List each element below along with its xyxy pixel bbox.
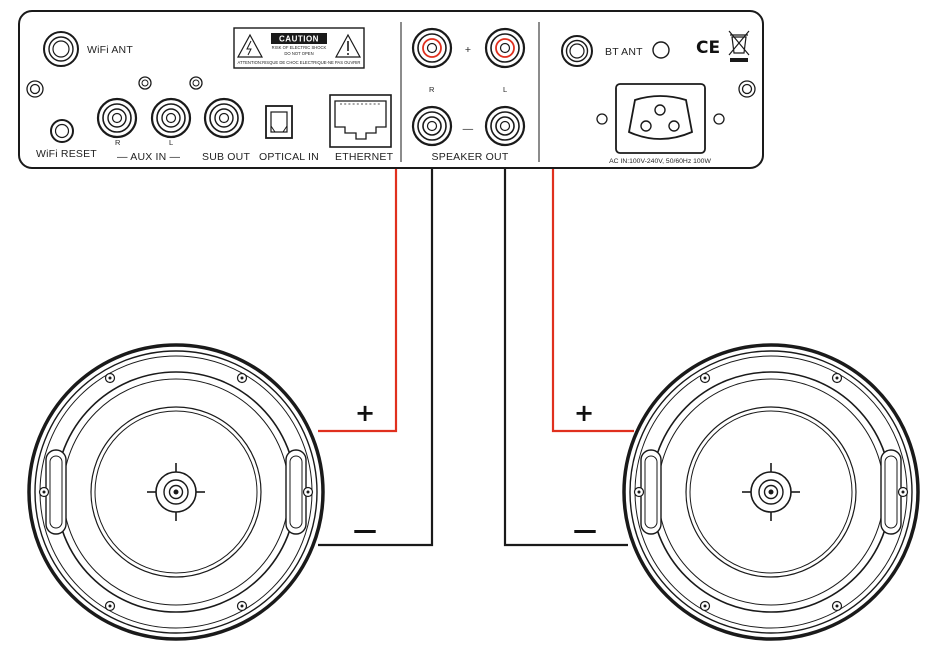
caution-title: CAUTION <box>279 35 319 44</box>
ethernet-port[interactable] <box>329 94 392 148</box>
ethernet-label: ETHERNET <box>335 151 394 163</box>
sub-out-jack[interactable] <box>203 97 245 139</box>
aux-in-right-jack[interactable] <box>96 97 138 139</box>
weee-bin-icon <box>728 30 750 62</box>
aux-in-label: — AUX IN — <box>117 151 181 163</box>
bt-ant-label: BT ANT <box>605 46 643 58</box>
speaker-l-label: L <box>503 85 507 94</box>
caution-line-1: RISK OF ELECTRIC SHOCK <box>272 45 327 50</box>
optical-in-port[interactable] <box>265 105 293 139</box>
speaker-out-label: SPEAKER OUT <box>432 151 509 163</box>
aux-r-label: R <box>115 138 121 147</box>
bt-antenna-connector[interactable] <box>561 35 593 67</box>
caution-line-3: ATTENTION:RISQUE DE CHOC ELECTRIQUE-NE P… <box>238 60 361 65</box>
speaker-minus-label: — <box>463 123 474 135</box>
left-negative-wire <box>318 126 434 547</box>
ac-screw-right <box>713 113 725 125</box>
wifi-reset-label: WiFi RESET <box>36 148 97 160</box>
optical-in-label: OPTICAL IN <box>259 151 319 163</box>
aux-l-label: L <box>169 138 173 147</box>
bt-indicator-hole <box>652 41 670 59</box>
caution-label: CAUTION RISK OF ELECTRIC SHOCK DO NOT OP… <box>233 27 365 69</box>
speaker-out-right-positive[interactable] <box>411 27 453 69</box>
ac-screw-left <box>596 113 608 125</box>
amplifier-back-panel: WiFi ANT WiFi RESET <box>18 10 764 169</box>
caution-line-2: DO NOT OPEN <box>284 51 313 56</box>
right-negative-wire <box>503 126 628 547</box>
ac-in-label: AC IN:100V-240V, 50/60Hz 100W <box>609 158 711 165</box>
wifi-ant-label: WiFi ANT <box>87 44 133 56</box>
electric-warning-icon <box>236 33 264 58</box>
speaker-out-right-negative[interactable] <box>411 105 453 147</box>
speaker-out-left-negative[interactable] <box>484 105 526 147</box>
sub-out-label: SUB OUT <box>202 151 250 163</box>
aux-in-left-jack[interactable] <box>150 97 192 139</box>
ac-power-inlet[interactable] <box>615 83 706 154</box>
wifi-antenna-connector[interactable] <box>43 31 79 67</box>
right-positive-sign: + <box>574 399 594 427</box>
right-negative-sign: — <box>573 516 597 544</box>
left-speaker <box>27 343 325 641</box>
speaker-plus-label: + <box>465 44 471 56</box>
wifi-reset-button[interactable] <box>50 119 74 143</box>
right-speaker <box>622 343 920 641</box>
ce-mark: CE <box>696 38 720 58</box>
speaker-out-left-positive[interactable] <box>484 27 526 69</box>
left-positive-sign: + <box>355 399 375 427</box>
speaker-r-label: R <box>429 85 435 94</box>
left-negative-sign: — <box>353 516 377 544</box>
